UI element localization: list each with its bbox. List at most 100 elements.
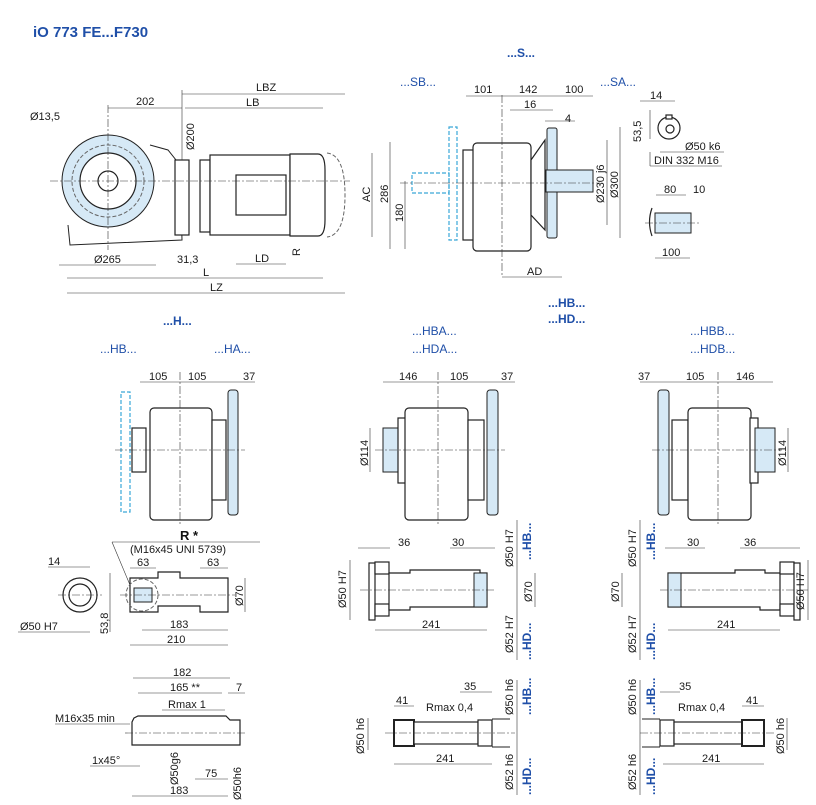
dim-rmax-1: Rmax 1 — [168, 699, 206, 711]
dim-37: 37 — [243, 371, 255, 383]
dim-53-5: 53,5 — [632, 121, 644, 142]
dim-lb: LB — [246, 97, 259, 109]
dim-d50-k6: Ø50 k6 — [685, 141, 720, 153]
hollow-shaft — [129, 571, 229, 613]
output-flange — [227, 389, 239, 516]
solid-shaft — [131, 715, 241, 746]
dim-d52-h7: Ø52 H7 — [627, 615, 639, 653]
dim-14: 14 — [650, 90, 662, 102]
output-flange — [657, 389, 670, 516]
label-hd: ...HD... — [644, 758, 658, 795]
dim-d50-h6: Ø50 h6 — [504, 679, 516, 715]
dim-183: 183 — [170, 785, 188, 797]
dim-41: 41 — [746, 695, 758, 707]
dim-r: R — [291, 248, 303, 256]
dim-d50-h6-right: Ø50 h6 — [775, 718, 787, 754]
dim-210: 210 — [167, 634, 185, 646]
dim-105b: 105 — [188, 371, 206, 383]
dim-lz: LZ — [210, 282, 223, 294]
dim-35: 35 — [464, 681, 476, 693]
dim-286: 286 — [379, 185, 391, 203]
dim-35: 35 — [679, 681, 691, 693]
dim-ld: LD — [255, 253, 269, 265]
dim-146: 146 — [399, 371, 417, 383]
dim-30: 30 — [687, 537, 699, 549]
dim-d70: Ø70 — [610, 581, 622, 602]
dim-d200: Ø200 — [185, 123, 197, 150]
dim-241: 241 — [422, 619, 440, 631]
dim-d70: Ø70 — [523, 581, 535, 602]
dim-142: 142 — [519, 84, 537, 96]
dim-146: 146 — [736, 371, 754, 383]
dim-d50g6: Ø50g6 — [169, 752, 181, 785]
dim-d50-h7: Ø50 H7 — [627, 529, 639, 567]
dim-36: 36 — [744, 537, 756, 549]
dim-d50-h7-left: Ø50 H7 — [337, 570, 349, 608]
dim-100-shaft: 100 — [662, 247, 680, 259]
label-hdb: ...HDB... — [690, 342, 735, 356]
hbb-solid-shaft: 35 Rmax 0,4 41 241 Ø50 h6 Ø52 h6 Ø50 h6 … — [627, 678, 788, 795]
dim-241: 241 — [436, 753, 454, 765]
dim-ad: AD — [527, 266, 542, 278]
label-sb: ...SB... — [400, 75, 436, 89]
label-sa: ...SA... — [600, 75, 636, 89]
dim-d50-h7: Ø50 H7 — [504, 529, 516, 567]
hba-hollow-shaft: 36 30 Ø50 H7 241 Ø50 H7 Ø70 Ø52 H7 ...HB… — [337, 520, 536, 660]
drawing-title: iO 773 FE...F730 — [33, 24, 148, 41]
label-ha: ...HA... — [214, 342, 251, 356]
dim-100: 100 — [565, 84, 583, 96]
dim-75: 75 — [205, 768, 217, 780]
dim-rmax-0-4: Rmax 0,4 — [426, 702, 473, 714]
view-h: ...H... ...HB... ...HA... 105 105 37 — [100, 314, 255, 525]
dim-183: 183 — [170, 619, 188, 631]
dim-202: 202 — [136, 96, 154, 108]
dim-180: 180 — [394, 204, 406, 222]
dim-241: 241 — [702, 753, 720, 765]
dim-chamfer: 1x45° — [92, 755, 120, 767]
dim-53-8: 53,8 — [99, 613, 111, 634]
dim-80: 80 — [664, 184, 676, 196]
dim-d50-h7-right: Ø50 H7 — [795, 572, 807, 610]
dim-m16x35: M16x35 min — [55, 713, 115, 725]
label-hb: ...HB... — [100, 342, 137, 356]
label-hda: ...HDA... — [412, 342, 457, 356]
dim-105a: 105 — [149, 371, 167, 383]
label-h: ...H... — [163, 314, 192, 328]
dim-16: 16 — [524, 99, 536, 111]
label-hb: ...HB... — [644, 678, 658, 715]
dim-63a: 63 — [137, 557, 149, 569]
dim-d52-h6: Ø52 h6 — [504, 754, 516, 790]
dim-d52-h6: Ø52 h6 — [627, 754, 639, 790]
dim-d230-j6: Ø230 j6 — [595, 164, 607, 203]
shaft-key-detail: 14 53,5 Ø50 k6 DIN 332 M16 80 10 100 — [632, 90, 724, 259]
solid-shaft-detail: 182 165 ** 7 Rmax 1 M16x35 min 1x45° Ø50… — [55, 667, 245, 800]
dim-165: 165 ** — [170, 682, 201, 694]
dim-din-332: DIN 332 M16 — [654, 155, 719, 167]
dim-31-3: 31,3 — [177, 254, 198, 266]
label-hd: ...HD... — [520, 758, 534, 795]
hbb-hollow-shaft: 30 36 Ø70 Ø50 H7 Ø52 H7 Ø50 H7 241 ...HB… — [610, 520, 809, 660]
label-hb: ...HB... — [644, 523, 658, 560]
output-flange — [486, 389, 499, 516]
fan-cover-optional — [326, 152, 346, 238]
label-hd-main: ...HD... — [548, 312, 585, 326]
dim-101: 101 — [474, 84, 492, 96]
dim-105: 105 — [686, 371, 704, 383]
label-hba: ...HBA... — [412, 324, 457, 338]
dim-d70: Ø70 — [234, 585, 246, 606]
dim-d114: Ø114 — [359, 440, 371, 466]
view-hba: ...HBA... ...HDA... 146 105 37 Ø114 — [359, 324, 515, 525]
dim-14: 14 — [48, 556, 60, 568]
dim-105: 105 — [450, 371, 468, 383]
gearbox-body — [687, 407, 752, 521]
view-hbb: ...HBB... ...HDB... 37 105 146 Ø114 — [638, 324, 789, 525]
label-screw: (M16x45 UNI 5739) — [130, 544, 226, 556]
dim-d50-h6-left: Ø50 h6 — [355, 718, 367, 754]
dim-d13-5: Ø13,5 — [30, 111, 60, 123]
dim-36: 36 — [398, 537, 410, 549]
label-hb: ...HB... — [520, 678, 534, 715]
dim-7: 7 — [236, 682, 242, 694]
view-s: ...S... ...SB... ...SA... 101 142 100 16… — [400, 46, 636, 278]
dim-lbz: LBZ — [256, 82, 276, 94]
